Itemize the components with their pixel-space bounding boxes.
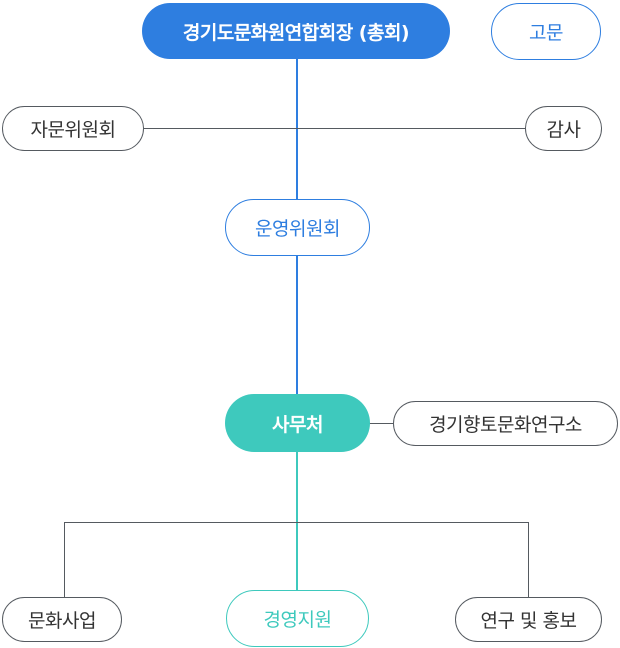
connector-advisory-audit	[144, 128, 526, 129]
advisor-node[interactable]: 고문	[491, 3, 601, 60]
connector-branch-left	[64, 522, 65, 597]
advisory-committee-node[interactable]: 자문위원회	[2, 106, 144, 151]
connector-branch-horizontal	[64, 522, 529, 523]
connector-president-steering	[296, 58, 298, 200]
culture-business-node[interactable]: 문화사업	[2, 597, 122, 642]
audit-node[interactable]: 감사	[525, 106, 602, 151]
research-institute-node[interactable]: 경기향토문화연구소	[393, 401, 618, 446]
connector-steering-secretariat	[296, 255, 298, 397]
research-pr-node[interactable]: 연구 및 홍보	[455, 597, 602, 642]
secretariat-node[interactable]: 사무처	[225, 394, 370, 452]
connector-branch-right	[528, 522, 529, 597]
connector-secretariat-institute	[369, 423, 394, 424]
steering-committee-node[interactable]: 운영위원회	[225, 199, 370, 256]
president-node[interactable]: 경기도문화원연합회장 (총회)	[142, 3, 450, 59]
management-support-node[interactable]: 경영지원	[226, 590, 369, 647]
